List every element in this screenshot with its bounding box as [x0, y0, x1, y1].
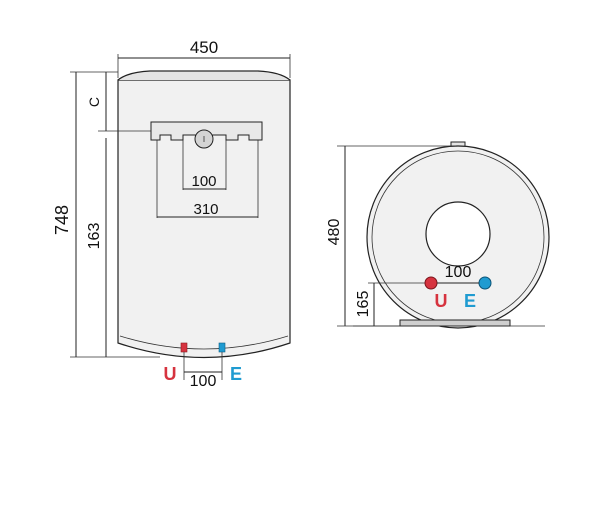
front-outlet-spacing-label: 100	[190, 373, 217, 390]
side-outlet-u-label: U	[435, 291, 448, 311]
front-outlet-e-label: E	[230, 364, 242, 384]
side-hot-outlet	[424, 276, 438, 290]
width-label: 450	[190, 38, 218, 57]
outlet-height-label: 165	[355, 291, 372, 318]
front-view: 100 310 450 748 C 163 100 U E	[52, 38, 291, 390]
front-cold-outlet	[218, 342, 226, 353]
side-view: 480 165 100 U E	[326, 141, 550, 329]
side-cold-outlet	[478, 276, 492, 290]
side-support-foot	[399, 319, 511, 327]
height-label: 748	[52, 205, 72, 235]
tank-body	[117, 79, 291, 359]
front-outlet-u-label: U	[164, 364, 177, 384]
top-offset-label: C	[86, 97, 102, 107]
tank-flange-opening	[425, 201, 491, 267]
side-outlet-spacing-label: 100	[445, 264, 472, 281]
bracket-to-bottom-label: 163	[86, 223, 103, 250]
side-outlet-e-label: E	[464, 291, 476, 311]
front-hot-outlet	[180, 342, 188, 353]
tank-top-cap	[117, 70, 291, 81]
bracket-width-label: 310	[193, 201, 218, 218]
bracket-pipe-spacing-label: 100	[191, 173, 216, 190]
diameter-label: 480	[326, 219, 343, 246]
